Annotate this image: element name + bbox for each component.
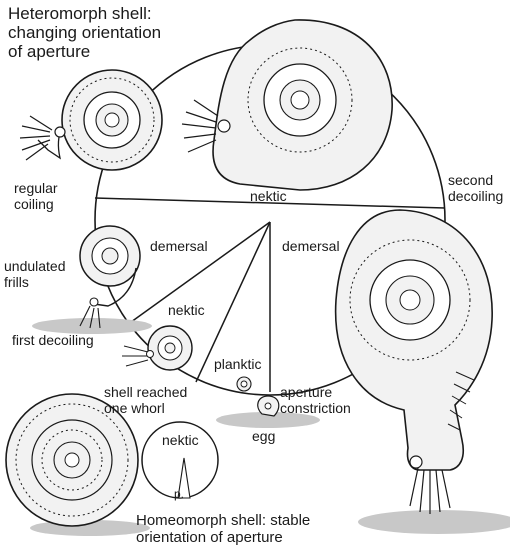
undulated-frills-ammonite xyxy=(79,225,141,329)
label-egg: egg xyxy=(252,428,276,444)
label-p: p. xyxy=(174,487,185,501)
label-aperture-constriction: aperture constriction xyxy=(280,384,351,416)
small-nektic-ammonite xyxy=(122,325,193,371)
label-nektic-circle: nektic xyxy=(162,432,199,448)
shadow-egg xyxy=(216,412,320,428)
label-second-decoiling: second decoiling xyxy=(448,172,504,204)
label-nektic-middle: nektic xyxy=(168,302,205,318)
sector-lines xyxy=(94,197,446,392)
shadow-large-shell xyxy=(358,510,510,534)
homeomorph-ammonite xyxy=(5,393,139,527)
planktic-juvenile xyxy=(236,376,252,392)
label-undulated-frills: undulated frills xyxy=(4,258,66,290)
large-decoiled-ammonite xyxy=(334,209,493,514)
label-first-decoiling: first decoiling xyxy=(12,332,94,348)
second-decoiling-ammonite xyxy=(181,19,393,191)
shadow-first-decoiling xyxy=(32,318,152,334)
divider-to-one-whorl xyxy=(195,221,271,383)
horizontal-divider xyxy=(94,197,446,209)
label-demersal-right: demersal xyxy=(282,238,340,254)
ground-shadows xyxy=(30,318,510,536)
label-demersal-left: demersal xyxy=(150,238,208,254)
label-nektic-top: nektic xyxy=(250,188,287,204)
label-regular-coiling: regular coiling xyxy=(14,180,58,212)
egg-drawing xyxy=(257,395,280,417)
label-shell-reached-one-whorl: shell reached one whorl xyxy=(104,384,188,416)
label-planktic: planktic xyxy=(214,356,262,372)
orientation-circle xyxy=(141,421,219,499)
regular-coiling-ammonite xyxy=(19,69,163,171)
title-heteromorph: Heteromorph shell: changing orientation … xyxy=(8,4,162,61)
divider-to-first-decoiling xyxy=(119,221,271,331)
caption-homeomorph: Homeomorph shell: stable orientation of … xyxy=(136,512,311,546)
